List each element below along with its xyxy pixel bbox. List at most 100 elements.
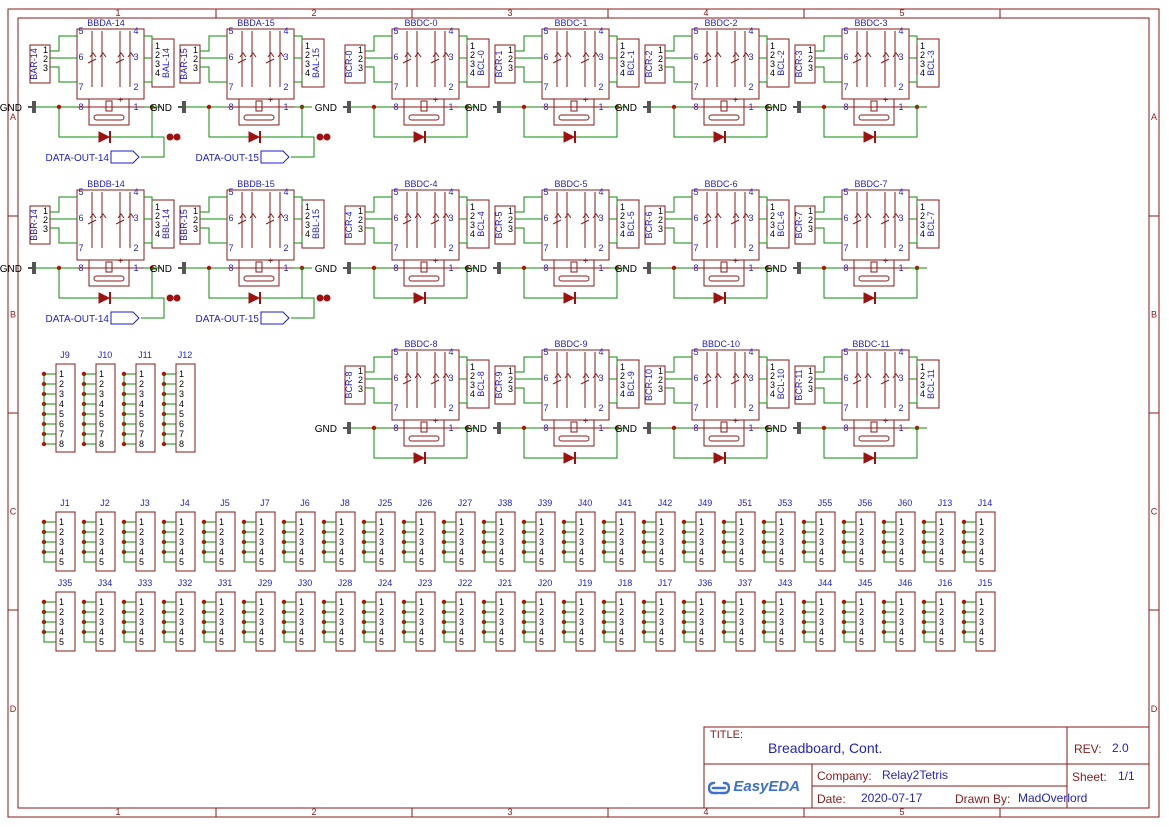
header-pin-number: 3 (699, 617, 704, 627)
header-pin-number: 1 (819, 597, 824, 607)
drawing-title: Breadboard, Cont. (768, 740, 883, 756)
header-name: J27 (458, 498, 473, 508)
contact-arrow (239, 52, 247, 58)
header-pin-number: 8 (99, 439, 104, 449)
header-pin-number: 2 (819, 527, 824, 537)
right-connector-pin: 1 (920, 41, 925, 51)
coil-winding (708, 114, 740, 121)
header-pin-number: 5 (939, 637, 944, 647)
wire (144, 196, 153, 205)
wire (200, 35, 227, 52)
left-connector-body (344, 365, 366, 405)
right-connector-pin: 3 (305, 59, 310, 69)
relay-name: BBDC-9 (554, 339, 587, 349)
right-connector-pin: 4 (920, 389, 925, 399)
left-connector-pin: 2 (358, 375, 363, 385)
right-connector-body (466, 359, 490, 409)
title-block-border (703, 726, 1150, 809)
header-pin-number: 1 (539, 597, 544, 607)
contact-pin-number: 3 (898, 373, 903, 383)
header-pin-number: 4 (139, 627, 144, 637)
header-pin-number: 2 (459, 607, 464, 617)
contact-pin-number: 4 (448, 347, 453, 357)
header-pin-number: 3 (419, 617, 424, 627)
contact-arrow (442, 373, 450, 379)
right-connector-pin: 2 (920, 50, 925, 60)
coil-body (420, 100, 428, 112)
contact-arrow (582, 373, 590, 379)
data-out-net: DATA-OUT-15 (195, 133, 331, 164)
header-pin-number: 4 (499, 627, 504, 637)
header-pin-number: 1 (339, 517, 344, 527)
header-pin-number: 4 (779, 627, 784, 637)
coil-frame (403, 419, 445, 447)
contact-pin-number: 6 (228, 213, 233, 223)
coil-frame (853, 259, 895, 287)
wire (609, 356, 618, 365)
left-connector-pin: 3 (508, 63, 513, 73)
date-label: Date: (817, 792, 846, 806)
gnd-icon (182, 262, 186, 274)
header-pin-number: 4 (539, 547, 544, 557)
wire (243, 522, 256, 563)
right-connector-label: BCL-1 (626, 50, 636, 76)
gnd-label: GND (315, 264, 337, 275)
net-flag-icon (166, 294, 174, 302)
title-block-frame (703, 726, 1150, 809)
contact-arrow (89, 213, 97, 219)
header-array: J912345678J1012345678J1112345678J1212345… (41, 350, 996, 652)
header-pin-number: 4 (259, 627, 264, 637)
coil-frame (88, 98, 130, 126)
header-pin-number: 6 (99, 419, 104, 429)
wire (563, 522, 576, 563)
wire (683, 522, 696, 563)
gnd-label: GND (315, 103, 337, 114)
contact-pin-number: 2 (748, 403, 753, 413)
right-connector-pin: 3 (620, 380, 625, 390)
header-pin-number: 1 (579, 517, 584, 527)
right-connector-body (301, 38, 325, 88)
contact-pin-number: 3 (133, 213, 138, 223)
header-pin-number: 1 (99, 517, 104, 527)
header-pin-number: 1 (539, 517, 544, 527)
header-pin-number: 1 (459, 517, 464, 527)
header-pin-number: 4 (659, 547, 664, 557)
contact-arrow (414, 373, 422, 379)
wire (609, 35, 618, 44)
wire (365, 227, 392, 244)
right-connector-pin: 1 (305, 41, 310, 51)
contact-pin-number: 2 (898, 243, 903, 253)
contact-arrow (117, 52, 125, 58)
contact-arrow (277, 52, 285, 58)
header-name: J17 (658, 578, 673, 588)
contact-pin-number: 4 (898, 347, 903, 357)
header-name: J32 (178, 578, 193, 588)
left-connector-body (344, 44, 366, 84)
contact-pin-number: 5 (543, 26, 548, 36)
contact-pin-number: 4 (133, 26, 138, 36)
header-pin-number: 3 (99, 617, 104, 627)
date-value: 2020-07-17 (861, 791, 923, 805)
right-connector-body (766, 199, 790, 249)
relay-name: BBDA-15 (237, 18, 275, 28)
header-pin-number: 4 (459, 547, 464, 557)
header-pin-number: 5 (219, 557, 224, 567)
header-body (95, 363, 116, 453)
gnd-icon (347, 101, 351, 113)
coil-body (720, 261, 728, 273)
left-connector-pin: 1 (43, 206, 48, 216)
relay-name: BBDC-1 (554, 18, 587, 28)
header-name: J18 (618, 578, 633, 588)
right-connector-label: BCL-3 (926, 50, 936, 76)
header-pin-number: 2 (299, 527, 304, 537)
wire (803, 522, 816, 563)
header-pin-number: 2 (899, 607, 904, 617)
header-pin-number: 2 (939, 607, 944, 617)
wire (141, 297, 165, 319)
header-pin-number: 3 (459, 617, 464, 627)
contact-arrow (582, 52, 590, 58)
